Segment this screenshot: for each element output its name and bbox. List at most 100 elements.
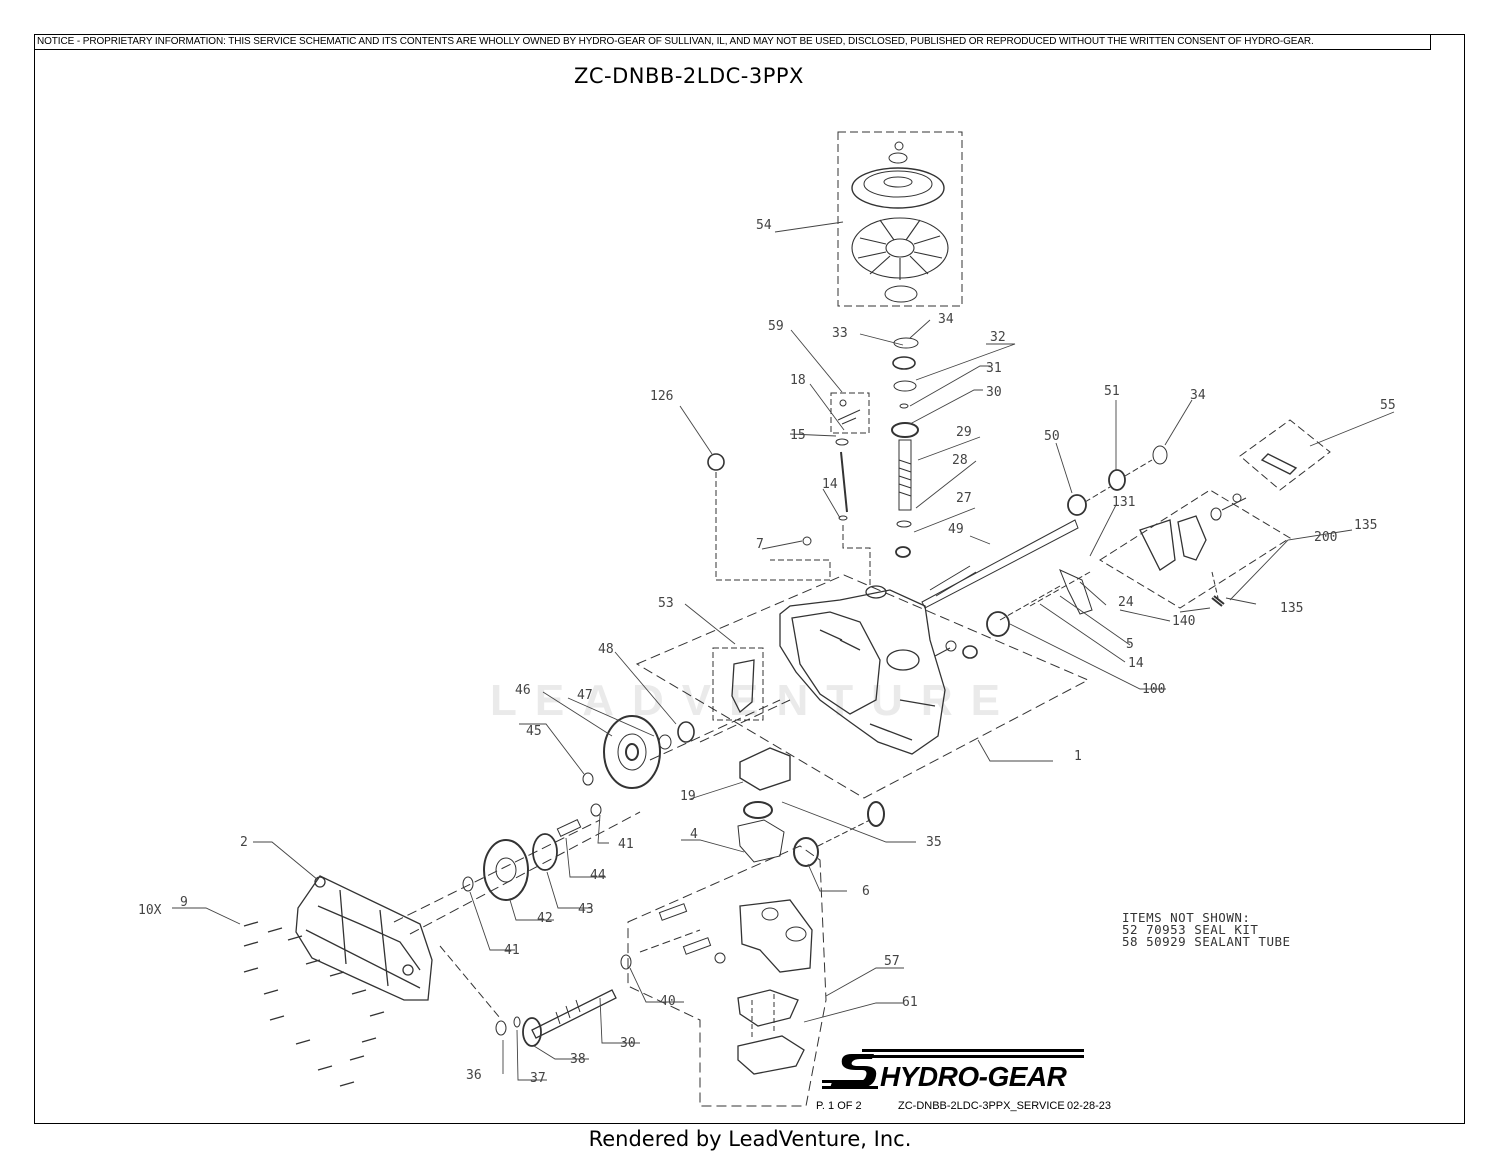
nut-126 bbox=[707, 453, 725, 471]
washer-32 bbox=[893, 380, 917, 392]
label-33: 33 bbox=[832, 326, 848, 341]
spring-135 bbox=[1211, 595, 1225, 607]
label-135-bottom: 135 bbox=[1280, 601, 1303, 616]
label-54: 54 bbox=[756, 218, 772, 233]
fan-hub bbox=[884, 285, 918, 303]
manifold-61 bbox=[737, 989, 799, 1027]
label-34-top: 34 bbox=[938, 312, 954, 327]
label-28: 28 bbox=[952, 453, 968, 468]
ring-45 bbox=[582, 772, 594, 786]
label-18: 18 bbox=[790, 373, 806, 388]
revision-date: 02-28-23 bbox=[1067, 1100, 1112, 1112]
bearing-35 bbox=[867, 801, 885, 827]
label-61: 61 bbox=[902, 995, 918, 1010]
label-4: 4 bbox=[690, 827, 698, 842]
label-36: 36 bbox=[466, 1068, 482, 1083]
label-55: 55 bbox=[1380, 398, 1396, 413]
seal-19 bbox=[743, 801, 773, 819]
pulley bbox=[851, 167, 945, 209]
label-5: 5 bbox=[1126, 637, 1134, 652]
center-section-group-outline bbox=[627, 845, 827, 1107]
hydro-gear-brand: HYDRO-GEAR bbox=[880, 1061, 1067, 1092]
fan-pulley-group-box bbox=[837, 131, 963, 307]
output-shaft-30 bbox=[531, 989, 617, 1039]
seal-51 bbox=[1108, 469, 1126, 491]
leadventure-watermark: LEADVENTURE bbox=[490, 676, 1019, 725]
brake-arm bbox=[1139, 519, 1176, 571]
pulley-nut bbox=[888, 152, 908, 164]
ring-37 bbox=[513, 1016, 521, 1028]
label-41-upper: 41 bbox=[618, 837, 634, 852]
label-100: 100 bbox=[1142, 682, 1165, 697]
washer-36 bbox=[495, 1020, 507, 1036]
retaining-ring bbox=[893, 337, 919, 349]
ring-34 bbox=[1152, 445, 1168, 465]
hydro-gear-logo-icon bbox=[822, 1049, 1084, 1089]
label-2: 2 bbox=[240, 835, 248, 850]
label-15: 15 bbox=[790, 428, 806, 443]
label-7: 7 bbox=[756, 537, 764, 552]
label-38: 38 bbox=[570, 1052, 586, 1067]
label-41-lower: 41 bbox=[504, 943, 520, 958]
label-31: 31 bbox=[986, 361, 1002, 376]
items-not-shown-seal-kit: 52 70953 SEAL KIT bbox=[1122, 922, 1259, 937]
label-200: 200 bbox=[1314, 530, 1337, 545]
leader-lines bbox=[172, 221, 1395, 1081]
label-34-right: 34 bbox=[1190, 388, 1206, 403]
label-45: 45 bbox=[526, 724, 542, 739]
label-57: 57 bbox=[884, 954, 900, 969]
label-32: 32 bbox=[990, 330, 1006, 345]
label-40: 40 bbox=[660, 994, 676, 1009]
label-49: 49 bbox=[948, 522, 964, 537]
label-44: 44 bbox=[590, 868, 606, 883]
cover-bolts bbox=[243, 921, 385, 1087]
item-53-box bbox=[712, 647, 764, 721]
bearing-6 bbox=[793, 837, 819, 867]
model-title: ZC-DNBB-2LDC-3PPX bbox=[574, 64, 804, 88]
drawing-frame bbox=[34, 34, 1465, 1124]
label-135-top: 135 bbox=[1354, 518, 1377, 533]
page-number: P. 1 OF 2 bbox=[816, 1100, 862, 1112]
label-47: 47 bbox=[577, 688, 593, 703]
label-42: 42 bbox=[537, 911, 553, 926]
washer-41a bbox=[590, 803, 602, 817]
bolt-57b bbox=[682, 937, 712, 955]
label-59: 59 bbox=[768, 319, 784, 334]
gear-42 bbox=[483, 839, 529, 901]
pinion-38 bbox=[522, 1017, 542, 1047]
document-id: ZC-DNBB-2LDC-3PPX_SERVICE bbox=[898, 1100, 1065, 1112]
hub-48 bbox=[677, 721, 695, 743]
washer-47 bbox=[658, 734, 672, 750]
plate-bottom bbox=[737, 1035, 805, 1075]
center-section-57 bbox=[739, 899, 813, 973]
trunnion-19 bbox=[739, 747, 791, 791]
items-not-shown-sealant: 58 50929 SEALANT TUBE bbox=[1122, 934, 1291, 949]
label-24: 24 bbox=[1118, 595, 1134, 610]
swashplate-4 bbox=[737, 819, 785, 863]
bearing-29 bbox=[891, 422, 919, 438]
label-10x: 10X bbox=[138, 903, 162, 918]
label-51: 51 bbox=[1104, 384, 1120, 399]
label-48: 48 bbox=[598, 642, 614, 657]
kit-59-box bbox=[830, 392, 870, 434]
label-50: 50 bbox=[1044, 429, 1060, 444]
seal-27 bbox=[895, 546, 911, 558]
washer-41b bbox=[462, 876, 474, 892]
label-30-bottom: 30 bbox=[620, 1036, 636, 1051]
label-35: 35 bbox=[926, 835, 942, 850]
item-55-box bbox=[1239, 419, 1331, 491]
label-6: 6 bbox=[862, 884, 870, 899]
gear-100 bbox=[986, 611, 1010, 637]
label-29: 29 bbox=[956, 425, 972, 440]
label-131: 131 bbox=[1112, 495, 1135, 510]
label-27: 27 bbox=[956, 491, 972, 506]
label-14-right: 14 bbox=[1128, 656, 1144, 671]
washer-40 bbox=[620, 954, 632, 970]
label-37: 37 bbox=[530, 1071, 546, 1086]
bull-gear-46 bbox=[603, 715, 661, 789]
label-53: 53 bbox=[658, 596, 674, 611]
label-46: 46 bbox=[515, 683, 531, 698]
label-126: 126 bbox=[650, 389, 673, 404]
label-43: 43 bbox=[578, 902, 594, 917]
